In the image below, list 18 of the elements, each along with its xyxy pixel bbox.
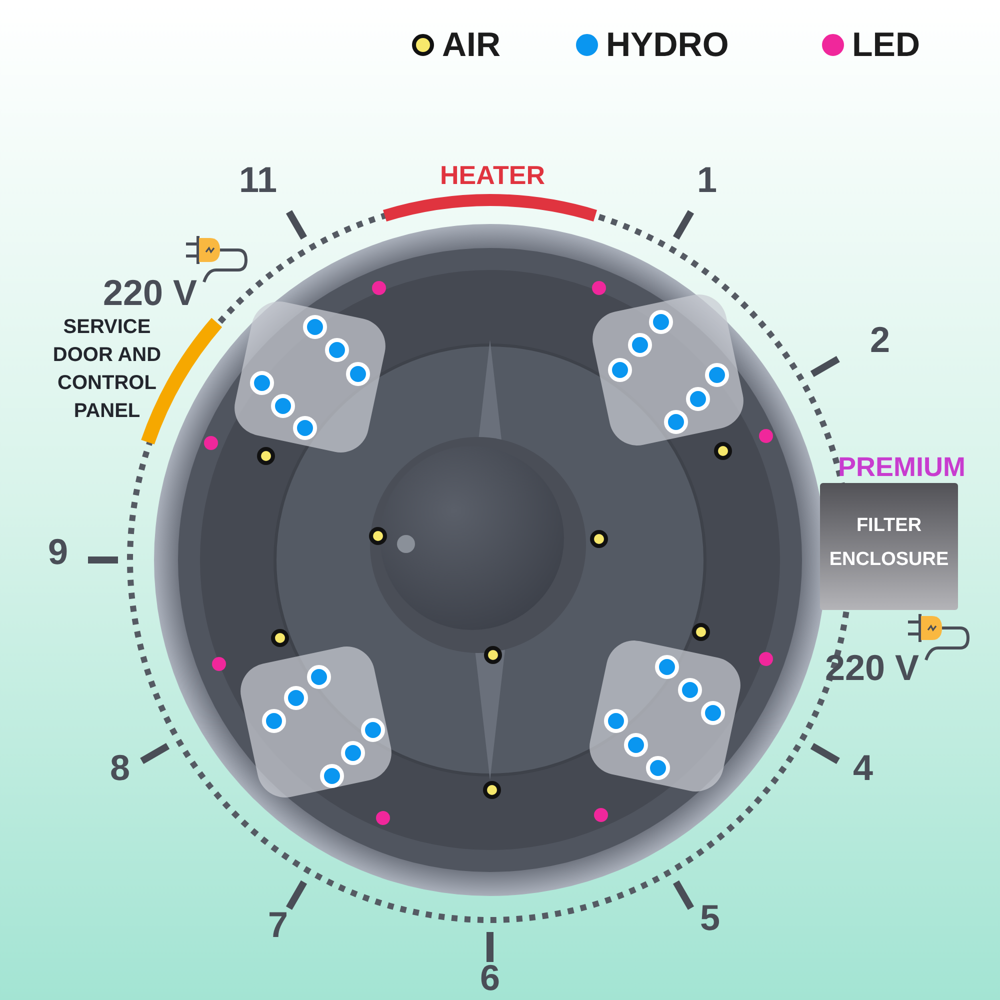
legend-label: LED [852,28,920,62]
heater-label: HEATER [439,159,546,192]
legend-label: HYDRO [606,28,729,62]
clock-number: 9 [48,534,68,570]
clock-number: 1 [696,162,718,198]
clock-number: 11 [238,162,278,198]
clock-number: 6 [480,960,500,996]
clock-number: 4 [852,750,874,786]
clock-number: 5 [700,900,720,936]
clock-number: 2 [870,322,890,358]
clock-number: 7 [268,907,288,943]
legend-label: AIR [442,28,501,62]
premium-label: PREMIUM [838,451,966,484]
voltage-label: 220 V [102,275,198,311]
voltage-label: 220 V [824,650,920,686]
filter-enclosure-label: FILTER ENCLOSURE [828,514,950,572]
clock-number: 8 [110,750,130,786]
service-door-label: SERVICE DOOR AND CONTROL PANEL [52,315,162,424]
